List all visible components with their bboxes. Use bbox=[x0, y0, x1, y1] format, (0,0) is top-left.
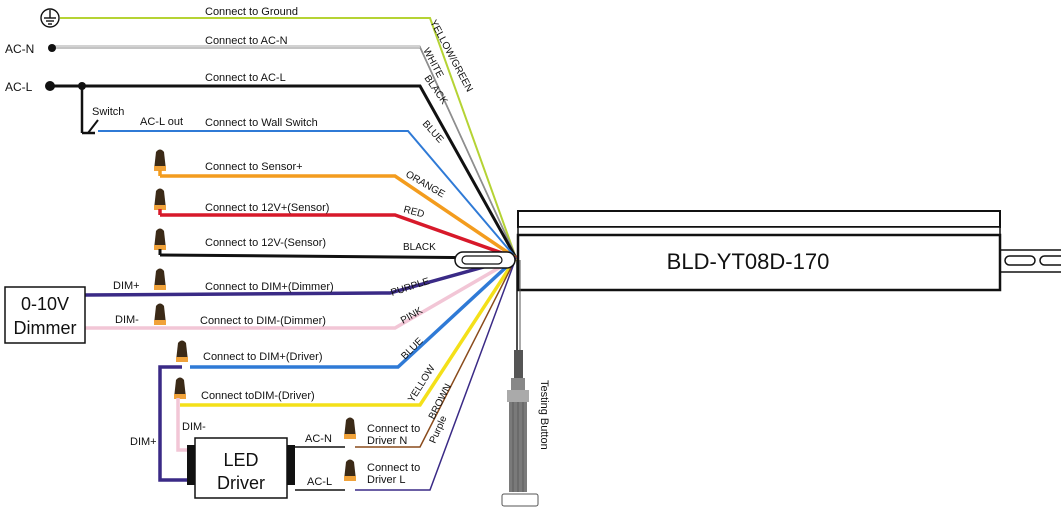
wire-blue-driver bbox=[190, 256, 518, 369]
led-driver-ac-l-label: AC-L bbox=[307, 476, 332, 488]
wire-ac-l bbox=[50, 84, 518, 259]
led-driver-box bbox=[194, 437, 288, 499]
wire-label-red: RED bbox=[402, 204, 425, 220]
wire-yellow-driver bbox=[180, 257, 518, 407]
wire-nut-icon bbox=[344, 417, 356, 439]
wire-label-purple: PURPLE bbox=[390, 276, 432, 299]
label-driver-l-line1: Connect to bbox=[367, 462, 420, 474]
wire-purple-low bbox=[355, 257, 517, 491]
label-driver-n-line1: Connect to bbox=[367, 423, 420, 435]
testing-button-label: Testing Button bbox=[538, 380, 550, 450]
label-connect-ac-l: Connect to AC-L bbox=[205, 72, 286, 84]
led-driver-ac-n-label: AC-N bbox=[305, 433, 332, 445]
wire-driver-dim-plus bbox=[158, 365, 190, 482]
label-connect-12v-plus: Connect to 12V+(Sensor) bbox=[205, 202, 329, 214]
wire-nut-icon bbox=[154, 268, 166, 290]
terminal-ac-n-dot bbox=[48, 44, 56, 52]
label-connect-ground: Connect to Ground bbox=[205, 6, 298, 18]
led-driver-subtitle: Driver bbox=[217, 473, 265, 493]
led-driver-connector-right bbox=[287, 445, 295, 485]
wire-nut-icon bbox=[174, 377, 186, 399]
device-body bbox=[516, 210, 1061, 292]
switch-label: Switch bbox=[92, 106, 124, 118]
ground-icon bbox=[40, 8, 60, 28]
dimmer-dim-minus-label: DIM- bbox=[115, 314, 139, 326]
label-connect-dim-minus-dimmer: Connect to DIM-(Dimmer) bbox=[200, 315, 326, 327]
dimmer-subtitle: Dimmer bbox=[14, 318, 77, 338]
terminal-ac-n-label: AC-N bbox=[5, 42, 34, 56]
led-driver-dim-plus-label: DIM+ bbox=[130, 436, 157, 448]
testing-button-cable bbox=[507, 260, 529, 492]
label-connect-dim-plus-driver: Connect to DIM+(Driver) bbox=[203, 351, 323, 363]
led-driver-dim-minus-label: DIM- bbox=[182, 421, 206, 433]
wire-nut-icon bbox=[344, 459, 356, 481]
label-connect-dim-minus-driver: Connect toDIM-(Driver) bbox=[201, 390, 315, 402]
wire-nut-icon bbox=[176, 340, 188, 362]
led-driver-connector-left bbox=[187, 445, 195, 485]
wire-label-pink: PINK bbox=[399, 305, 425, 326]
wire-nut-icon bbox=[154, 228, 166, 250]
wire-purple-dimmer bbox=[84, 256, 517, 297]
wire-nut-icon bbox=[154, 188, 166, 210]
wire-pink-dimmer bbox=[85, 256, 517, 330]
wire-wall-switch bbox=[98, 130, 517, 259]
wire-ac-n bbox=[52, 47, 517, 259]
label-connect-wall-switch: Connect to Wall Switch bbox=[205, 117, 318, 129]
label-connect-12v-minus: Connect to 12V-(Sensor) bbox=[205, 237, 326, 249]
label-driver-l-line2: Driver L bbox=[367, 474, 406, 486]
led-driver-title: LED bbox=[223, 450, 258, 470]
wire-ground bbox=[60, 17, 517, 259]
label-connect-dim-plus-dimmer: Connect to DIM+(Dimmer) bbox=[205, 281, 334, 293]
wire-nut-icon bbox=[154, 303, 166, 325]
switch-out-label: AC-L out bbox=[140, 116, 183, 128]
wire-nut-icon bbox=[154, 149, 166, 171]
terminal-ac-l-dot bbox=[45, 81, 55, 91]
switch-icon bbox=[80, 86, 99, 135]
wire-label-black-mid: BLACK bbox=[403, 242, 436, 253]
terminal-ac-l-label: AC-L bbox=[5, 80, 33, 94]
wire-orange bbox=[160, 174, 517, 260]
wire-brown bbox=[355, 257, 517, 448]
wire-red bbox=[160, 213, 517, 260]
dimmer-box bbox=[4, 286, 86, 344]
label-connect-sensor-plus: Connect to Sensor+ bbox=[205, 161, 303, 173]
device-model: BLD-YT08D-170 bbox=[667, 249, 830, 274]
wire-label-blue-mid: BLUE bbox=[399, 336, 425, 362]
label-connect-ac-n: Connect to AC-N bbox=[205, 35, 288, 47]
dimmer-dim-plus-label: DIM+ bbox=[113, 280, 140, 292]
testing-button[interactable] bbox=[501, 493, 539, 507]
dimmer-title: 0-10V bbox=[21, 294, 69, 314]
label-driver-n-line2: Driver N bbox=[367, 435, 407, 447]
